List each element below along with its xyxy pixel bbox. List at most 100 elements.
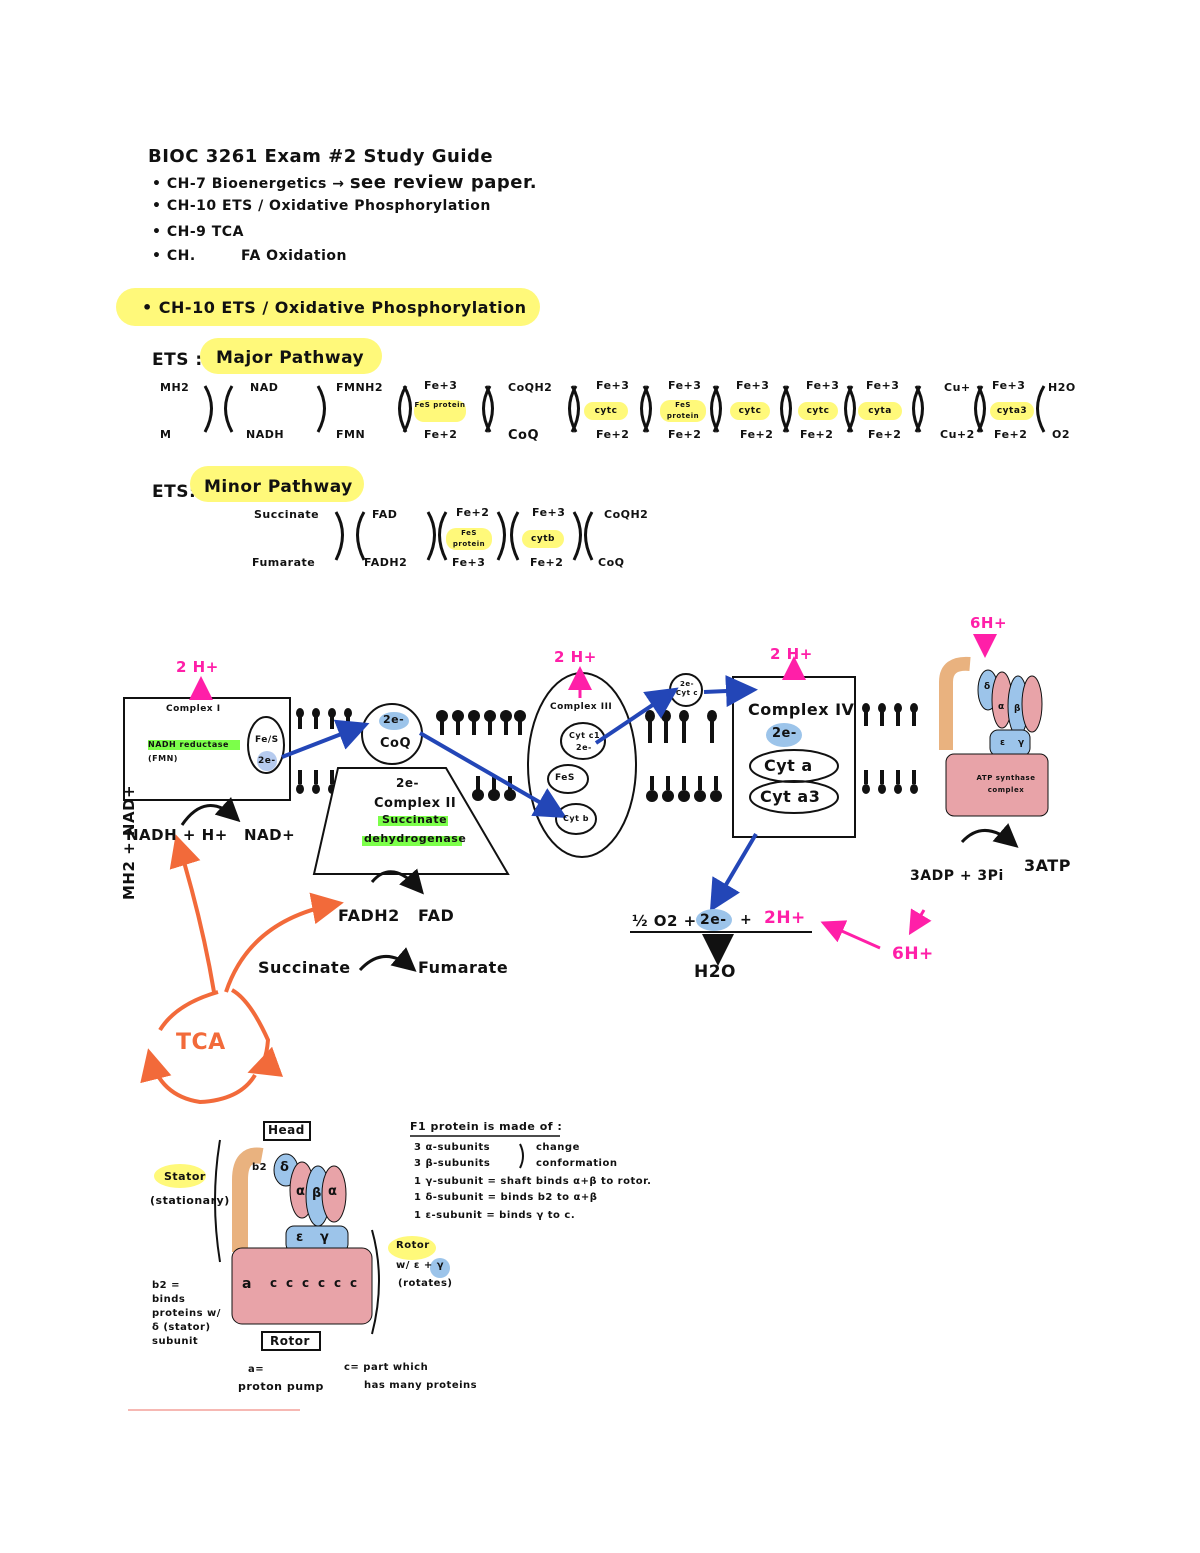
- f1-subunit-epsilon: ε: [296, 1230, 304, 1245]
- major-bottom-1: M: [160, 428, 172, 441]
- nadh-reaction-left: NADH + H+: [126, 826, 228, 844]
- coq-name: CoQ: [380, 736, 412, 751]
- complex3-title: Complex III: [550, 702, 613, 712]
- chapter: CH-9: [166, 224, 207, 240]
- minor-top-1: Succinate: [254, 508, 320, 521]
- minor-bottom-4: Fe+2: [530, 556, 564, 569]
- major-top-11: Cu+: [944, 381, 971, 394]
- reaction-arrows: [180, 796, 1019, 972]
- mh2-label: MH2 + NAD+: [120, 784, 138, 900]
- atp-synthase-top: [939, 656, 1049, 817]
- bullet: •: [152, 248, 162, 264]
- minor-bottom-1: Fumarate: [252, 556, 316, 569]
- complex4-e-highlight: [766, 723, 802, 747]
- lipid-group-4: [862, 703, 918, 726]
- arrow-icon: →: [332, 176, 345, 192]
- lipid-group-1: [296, 708, 352, 729]
- f1-b2-note-4: δ (stator): [152, 1322, 211, 1333]
- complex4-protons: 2 H+: [770, 645, 813, 663]
- f1-notes-line-4: 1 δ-subunit = binds b2 to α+β: [414, 1192, 598, 1203]
- complex2-enzyme-highlight-2: [362, 836, 462, 846]
- atp-top-gamma: γ: [1018, 738, 1025, 748]
- minor-pathway-title: Minor Pathway: [204, 477, 353, 497]
- major-bottom-10: Fe+2: [868, 428, 902, 441]
- water-plus: +: [740, 912, 753, 928]
- complex1-title: Complex I: [166, 704, 221, 714]
- complex2-enzyme-highlight: [378, 816, 448, 826]
- f1-subunit-c-6: c: [350, 1276, 358, 1290]
- f1-subunit-gamma: γ: [320, 1230, 330, 1245]
- water-electrons: 2e-: [700, 912, 727, 928]
- minor-pathway-brackets: [334, 511, 594, 561]
- atp-top-delta: δ: [984, 682, 991, 692]
- atp-reaction-right: 3ATP: [1024, 856, 1071, 875]
- major-bottom-13: O2: [1052, 428, 1071, 441]
- topic-note: see review paper.: [349, 172, 538, 193]
- topic-item-2: • CH-10 ETS / Oxidative Phosphorylation: [152, 198, 491, 214]
- f1-subunit-beta: β: [312, 1186, 322, 1201]
- section-banner-highlight: [116, 288, 540, 326]
- major-bottom-6: Fe+2: [596, 428, 630, 441]
- major-bottom-8: Fe+2: [740, 428, 774, 441]
- f1-subunit-alpha: α: [296, 1184, 306, 1199]
- f1-notes-line-5: 1 ε-subunit = binds γ to c.: [414, 1210, 576, 1221]
- lipid-group-6: [472, 776, 516, 801]
- major-mid-5: cytc: [798, 402, 838, 420]
- minor-bottom-5: CoQ: [598, 556, 625, 569]
- f1-rotor-note: Rotor: [396, 1240, 430, 1251]
- major-pathway-brackets: [203, 385, 1046, 433]
- bullet: •: [152, 224, 162, 240]
- f1-b2-note-1: b2 =: [152, 1280, 180, 1291]
- complex2-title: Complex II: [374, 796, 457, 811]
- major-mid-7: cyta3: [990, 402, 1034, 420]
- complex2-electrons: 2e-: [396, 776, 419, 790]
- minor-top-4: Fe+3: [532, 506, 566, 519]
- major-top-6: Fe+3: [596, 379, 630, 392]
- major-top-13: H2O: [1048, 381, 1076, 394]
- major-mid-4: cytc: [730, 402, 770, 420]
- f1-subunit-c-4: c: [318, 1276, 326, 1290]
- minor-bottom-2: FADH2: [364, 556, 408, 569]
- topic-text: FA Oxidation: [241, 248, 347, 264]
- f1-stator-label: Stator: [164, 1170, 206, 1183]
- major-bottom-7: Fe+2: [668, 428, 702, 441]
- major-mid-3: FeS protein: [660, 400, 706, 422]
- complex1-fes-oval: [247, 716, 285, 774]
- f1-c-note-1: c= part which: [344, 1362, 429, 1373]
- atp-top-epsilon: ε: [1000, 738, 1006, 748]
- f1-rotor-with: w/ ε + γ: [396, 1260, 445, 1271]
- atp-top-alpha: α: [998, 702, 1005, 712]
- f1-notes-title: F1 protein is made of :: [410, 1120, 563, 1133]
- complex1-enzyme: NADH reductase (FMN): [148, 740, 229, 763]
- atp-reaction-left: 3ADP + 3Pi: [910, 868, 1004, 884]
- major-pathway-chain: MH2 NAD FMNH2 Fe+3 CoQH2 Fe+3 Fe+3 Fe+3 …: [0, 0, 1200, 460]
- minor-bottom-3: Fe+3: [452, 556, 486, 569]
- topic-text: TCA: [211, 224, 244, 240]
- complex1-protons: 2 H+: [176, 658, 219, 676]
- minor-pathway-label: ETS:: [152, 482, 197, 502]
- complex3-electrons: 2e-: [576, 743, 592, 752]
- water-proton-source: 6H+: [892, 944, 934, 964]
- complex4-cyta-label: Cyt a: [764, 756, 813, 775]
- f1-c-note-2: has many proteins: [364, 1380, 478, 1391]
- fumarate-label: Fumarate: [418, 958, 509, 977]
- atp-synthase-label: ATP synthase complex: [976, 774, 1036, 794]
- f1-a-note-1: a=: [248, 1364, 265, 1375]
- fad-label: FAD: [418, 906, 455, 925]
- major-top-5: CoQH2: [508, 381, 553, 394]
- complex3-fes-label: FeS: [555, 773, 575, 783]
- major-bottom-5: CoQ: [508, 428, 540, 443]
- f1-brace-note-2: conformation: [536, 1158, 618, 1169]
- f1-stationary-label: (stationary): [150, 1194, 230, 1207]
- major-top-9: Fe+3: [806, 379, 840, 392]
- major-top-2: NAD: [250, 381, 279, 394]
- coq-e-highlight: [379, 712, 409, 730]
- cytc-label: 2e- Cyt c: [675, 680, 699, 697]
- complex3-protons: 2 H+: [554, 648, 597, 666]
- complex1-electrons: 2e-: [258, 756, 276, 766]
- f1-a-note-2: proton pump: [238, 1380, 324, 1393]
- complex3-oval: [527, 672, 637, 858]
- tca-label: TCA: [176, 1030, 226, 1055]
- f1-subunit-b2: b2: [252, 1162, 268, 1173]
- complex3-cytc1-label: Cyt c1: [569, 731, 601, 740]
